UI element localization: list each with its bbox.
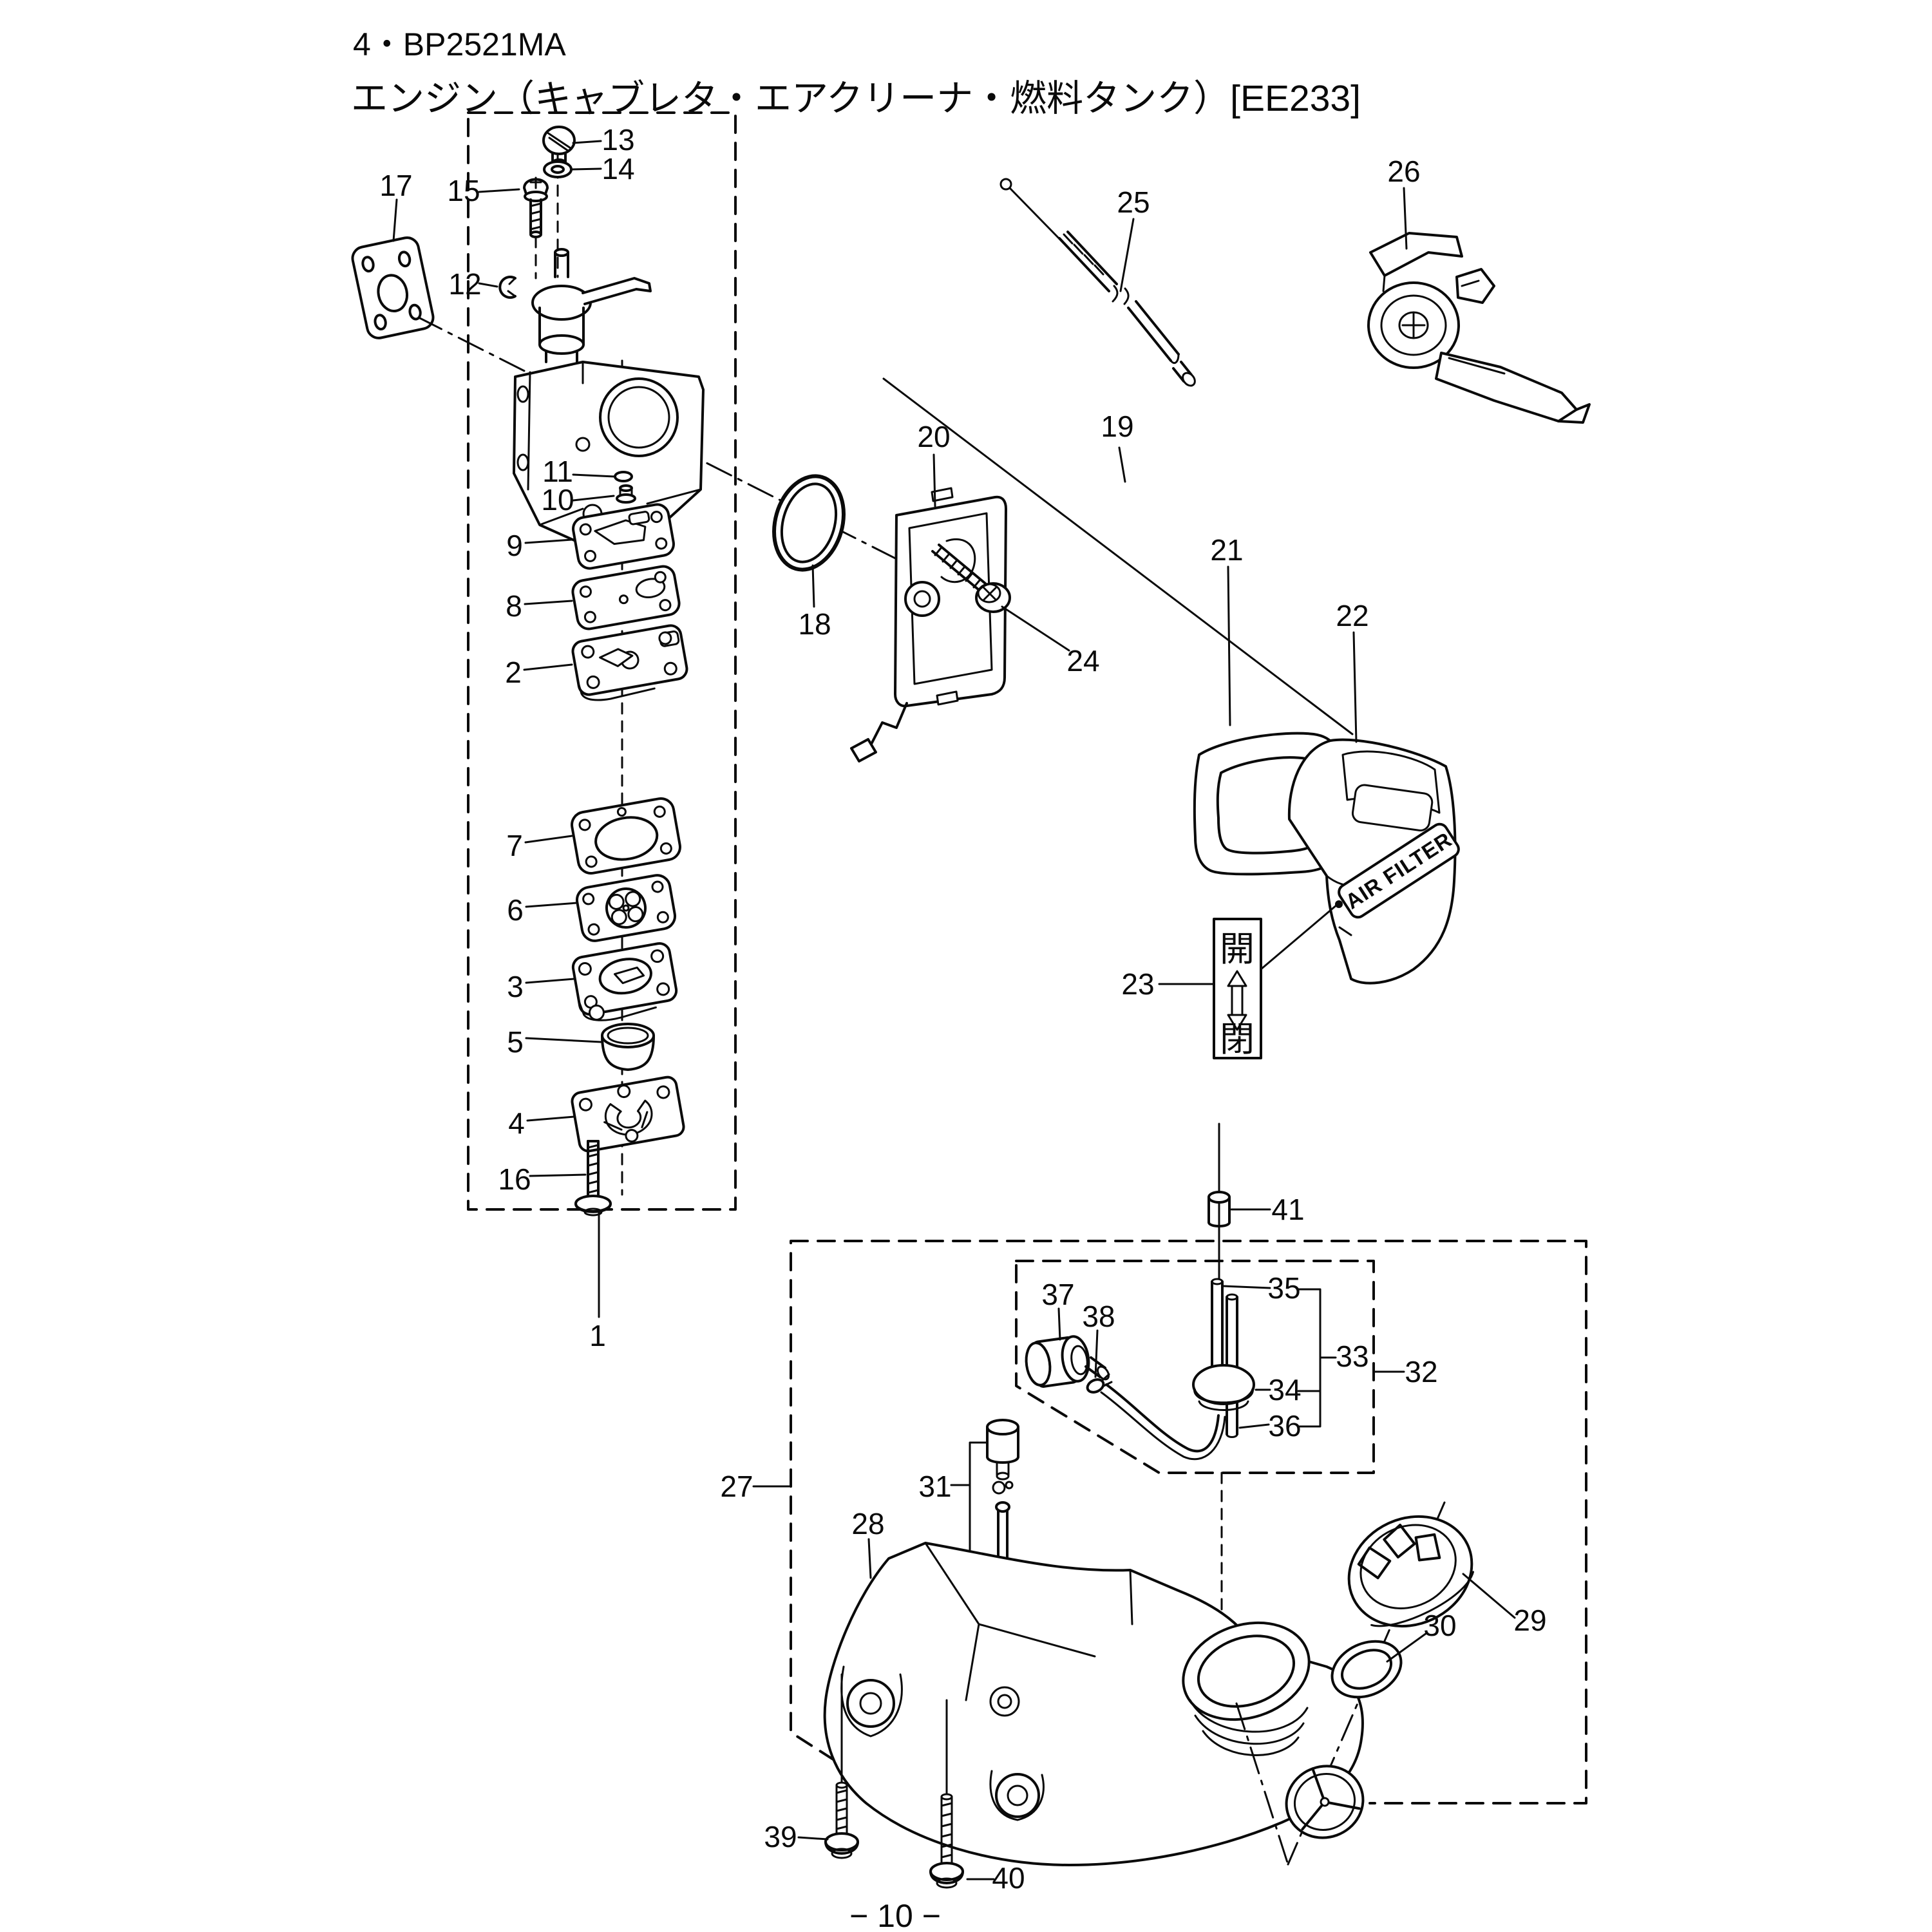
part-label-19: 19	[1101, 410, 1133, 443]
double-arrow-icon	[1227, 970, 1247, 1031]
bracket-33	[1222, 1285, 1405, 1429]
part-4-plate	[571, 1075, 685, 1153]
neck-axis	[1235, 1702, 1289, 1866]
page-model-code: 4・BP2521MA	[353, 26, 566, 62]
part-35-pipe	[1211, 1278, 1224, 1379]
part-label-23: 23	[1121, 967, 1154, 1001]
open-kanji: 開	[1220, 930, 1255, 969]
part-label-29: 29	[1513, 1604, 1546, 1637]
part-9-plate	[572, 503, 675, 570]
part-label-38: 38	[1082, 1300, 1115, 1333]
part-label-4: 4	[508, 1106, 525, 1140]
part-label-20: 20	[917, 420, 950, 453]
part-2-pump-body	[571, 624, 688, 701]
part-6-diaphragm	[575, 874, 677, 942]
part-8-diaphragm	[571, 565, 681, 630]
part-label-40: 40	[992, 1861, 1025, 1895]
part-3-body	[571, 942, 678, 1021]
part-11-oring	[614, 471, 633, 482]
part-label-15: 15	[447, 174, 480, 207]
part-label-35: 35	[1267, 1271, 1300, 1305]
part-13-plug	[542, 126, 576, 167]
part-label-21: 21	[1210, 533, 1243, 567]
part-label-1: 1	[589, 1319, 606, 1352]
part-label-13: 13	[601, 123, 634, 156]
part-label-37: 37	[1041, 1278, 1074, 1311]
part-label-14: 14	[601, 152, 634, 185]
part-label-18: 18	[798, 607, 831, 641]
part-label-41: 41	[1271, 1193, 1304, 1226]
bracket-31	[950, 1441, 993, 1624]
part-25-throttle-cable	[999, 178, 1196, 387]
part-label-36: 36	[1268, 1409, 1301, 1443]
part-label-12: 12	[448, 267, 481, 301]
part-label-25: 25	[1117, 185, 1150, 219]
part-label-9: 9	[506, 529, 523, 562]
leader-lines	[392, 140, 1516, 1880]
part-10-valve	[616, 484, 636, 504]
page-number: − 10 −	[849, 1898, 941, 1932]
part-18-oring	[772, 474, 846, 572]
part-30-retainer	[1285, 1765, 1365, 1839]
part-29-fuel-cap	[1347, 1515, 1475, 1628]
leader-19	[882, 377, 1354, 735]
part-label-16: 16	[498, 1162, 531, 1196]
part-12-clip	[498, 276, 516, 299]
part-label-34: 34	[1268, 1373, 1301, 1406]
part-label-17: 17	[379, 169, 412, 202]
part-label-3: 3	[507, 970, 524, 1003]
part-16-screw	[574, 1140, 612, 1217]
part-34-grommet	[1192, 1364, 1255, 1411]
part-39-screw	[824, 1673, 859, 1859]
part-label-10: 10	[541, 483, 574, 516]
part-30-gasket-ring	[1331, 1640, 1403, 1699]
part-label-33: 33	[1336, 1340, 1368, 1373]
part-22-filter-cover: AIR FILTER	[1287, 738, 1460, 985]
part-label-39: 39	[764, 1820, 797, 1853]
leader-19-tick	[1118, 446, 1126, 483]
part-23-open-close-label: 開 閉	[1213, 904, 1338, 1059]
carb-upper-assembly	[531, 248, 652, 363]
part-label-22: 22	[1336, 599, 1368, 632]
part-label-32: 32	[1405, 1355, 1437, 1388]
part-label-31: 31	[918, 1470, 951, 1503]
pipe-group-box	[1015, 1260, 1375, 1474]
part-7-gasket	[571, 797, 681, 875]
part-label-5: 5	[507, 1025, 524, 1059]
part-38-clip	[1086, 1373, 1113, 1394]
part-15-screw	[523, 176, 549, 238]
part-26-throttle-lever	[1367, 232, 1591, 424]
part-17-gasket	[351, 236, 435, 339]
part-label-27: 27	[720, 1470, 753, 1503]
part-40-screw	[929, 1699, 964, 1889]
part-41-bushing	[1208, 1122, 1231, 1282]
part-label-26: 26	[1387, 155, 1420, 188]
part-label-30: 30	[1423, 1609, 1456, 1642]
part-5-cup	[601, 1023, 655, 1071]
part-20-cleaner-plate	[850, 487, 1007, 762]
part-label-24: 24	[1066, 644, 1099, 677]
page-title: エンジン（キャブレタ・エアクリーナ・燃料タンク）[EE233]	[351, 78, 1361, 119]
close-kanji: 閉	[1220, 1020, 1255, 1059]
part-37-fuel-filter	[1025, 1335, 1110, 1388]
part-label-2: 2	[505, 656, 522, 689]
part-14-washer	[543, 160, 573, 178]
part-label-8: 8	[506, 589, 522, 623]
part-28-fuel-tank	[823, 1542, 1364, 1866]
latch-point	[1335, 900, 1343, 908]
part-label-11: 11	[542, 455, 573, 488]
part-label-7: 7	[506, 829, 523, 862]
part-label-28: 28	[851, 1507, 884, 1540]
part-labels: 1 2 3 4 5 6 7 8 9 10 11 12 13 14 15 16 1…	[379, 123, 1546, 1895]
part-label-6: 6	[507, 893, 524, 927]
carb-main-body	[513, 361, 705, 556]
fuel-line	[1100, 1383, 1226, 1461]
part-24-screw	[931, 544, 1011, 613]
